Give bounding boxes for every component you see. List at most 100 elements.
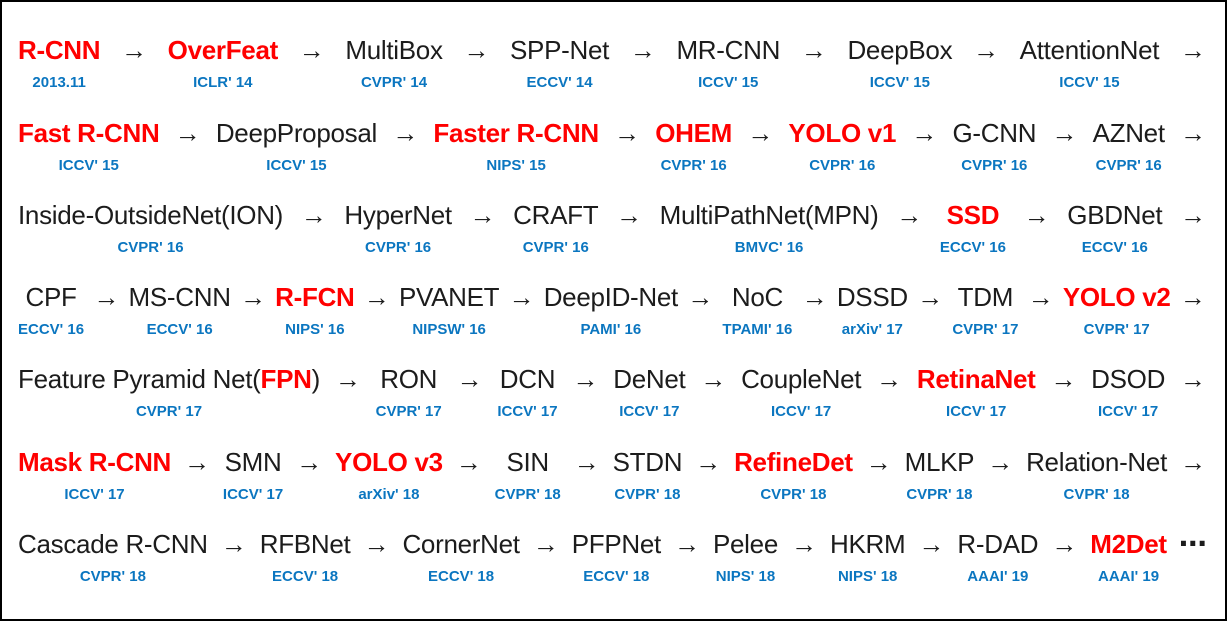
- model-name-part: RON: [380, 364, 438, 395]
- venue-label: CVPR' 17: [375, 403, 442, 421]
- model-name: DeepProposal: [216, 116, 377, 150]
- venue-label: AAAI' 19: [1097, 567, 1160, 585]
- arrow-right-icon: →: [629, 35, 656, 66]
- arrow-right-icon: →: [455, 446, 482, 477]
- arrow-right-icon: →: [456, 364, 483, 395]
- model-name: DSSD: [837, 280, 908, 314]
- arrow-right-icon: →: [800, 35, 827, 66]
- model-name: DeNet: [613, 362, 686, 396]
- arrow-right-icon: →: [695, 446, 722, 477]
- arrow-right-icon: →: [296, 446, 323, 477]
- model-name-part: SPP-Net: [510, 35, 610, 66]
- venue-label: CVPR' 17: [1083, 321, 1150, 338]
- model-name-part: R-DAD: [957, 528, 1039, 559]
- model-name: CPF: [25, 280, 76, 314]
- model-name: Feature Pyramid Net(FPN): [18, 362, 320, 396]
- venue-label: 2013.11: [32, 74, 86, 92]
- venue-label: ECCV' 18: [428, 567, 495, 585]
- model-name-part: DCN: [499, 364, 556, 395]
- model-name: MS-CNN: [129, 280, 231, 314]
- model-name-part: AttentionNet: [1019, 35, 1160, 66]
- model-name-part: TDM: [957, 282, 1014, 312]
- model-name-part: G-CNN: [952, 117, 1037, 148]
- model-name: CoupleNet: [741, 362, 861, 396]
- model-entry: MultiPathNet(MPN) BMVC' 16: [660, 198, 879, 257]
- arrow-right-icon: →: [791, 528, 817, 559]
- model-name-part: M2Det: [1090, 528, 1167, 559]
- venue-label: CVPR' 16: [117, 238, 184, 256]
- model-name: DCN: [499, 362, 556, 396]
- arrow-right-icon: →: [972, 35, 999, 66]
- model-name-part: RefineDet: [734, 446, 853, 477]
- venue-label: CVPR' 16: [1095, 156, 1162, 174]
- model-name: AZNet: [1093, 116, 1165, 150]
- model-name: DSOD: [1091, 362, 1165, 396]
- arrow-right-icon: →: [876, 364, 903, 395]
- venue-label: ICCV' 15: [1059, 74, 1120, 92]
- venue-label: ICCV' 17: [1097, 403, 1159, 421]
- venue-label: ICCV' 15: [58, 156, 119, 174]
- model-name: AttentionNet: [1020, 33, 1160, 67]
- model-name-part: MLKP: [904, 446, 975, 477]
- arrow-right-icon: →: [174, 117, 201, 148]
- venue-label: NIPSW' 16: [412, 321, 486, 338]
- venue-label: CVPR' 18: [760, 485, 827, 503]
- arrow-right-icon: →: [700, 364, 727, 395]
- model-name: MultiPathNet(MPN): [660, 198, 879, 232]
- model-name: HKRM: [830, 527, 906, 561]
- model-name-part: DeNet: [613, 364, 686, 395]
- model-name: Pelee: [713, 527, 778, 561]
- venue-label: NIPS' 18: [715, 567, 776, 585]
- model-name-part: MultiPathNet(MPN): [659, 199, 879, 230]
- arrow-right-icon: →: [300, 199, 327, 230]
- model-name: YOLO v1: [788, 116, 896, 150]
- arrow-right-icon: →: [1027, 282, 1054, 312]
- arrow-right-icon: →: [120, 35, 147, 66]
- model-name-part: Pelee: [712, 528, 778, 559]
- model-name-part: YOLO v3: [335, 446, 443, 477]
- model-name: STDN: [613, 445, 683, 479]
- venue-label: CVPR' 18: [906, 485, 973, 503]
- venue-label: ECCV' 16: [146, 321, 213, 338]
- venue-label: ICCV' 17: [497, 403, 558, 421]
- model-name: MultiBox: [345, 33, 443, 67]
- venue-label: arXiv' 17: [841, 321, 903, 338]
- arrow-right-icon: →: [1051, 117, 1078, 148]
- model-name-part: ): [311, 364, 321, 395]
- model-name-part: CRAFT: [513, 199, 599, 230]
- venue-label: BMVC' 16: [734, 238, 804, 256]
- model-name-part: Fast R-CNN: [18, 117, 160, 148]
- venue-label: CVPR' 18: [494, 485, 561, 503]
- arrow-right-icon: →: [1179, 35, 1206, 66]
- arrow-right-icon: →: [363, 528, 390, 559]
- model-name-part: DeepID-Net: [543, 282, 679, 312]
- arrow-right-icon: →: [1051, 528, 1078, 559]
- model-entry: Fast R-CNN ICCV' 15: [18, 116, 160, 175]
- model-name: TDM: [957, 280, 1014, 314]
- venue-label: ECCV' 18: [583, 567, 650, 585]
- venue-label: ECCV' 16: [1081, 238, 1148, 256]
- model-name-part: DSSD: [836, 282, 908, 312]
- model-entry: Feature Pyramid Net(FPN)CVPR' 17: [18, 362, 320, 421]
- model-name: RFBNet: [260, 527, 351, 561]
